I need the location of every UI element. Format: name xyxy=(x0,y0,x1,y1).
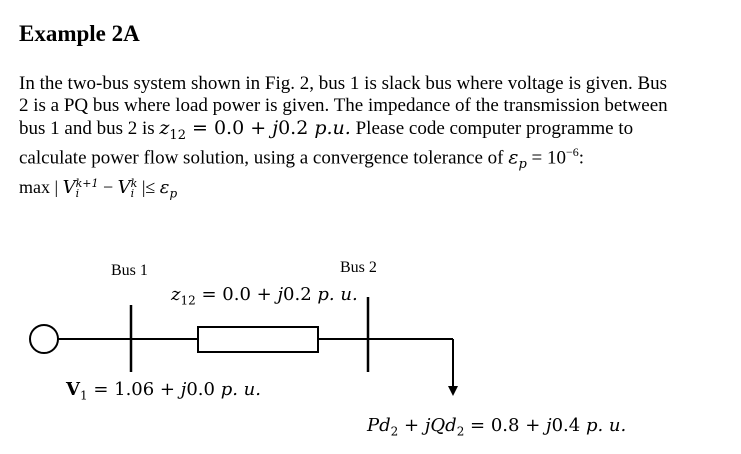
impedance-label: z12 = 0.0 + j0.2 p. u. xyxy=(171,283,358,312)
load-num: 0.4 xyxy=(551,415,586,436)
problem-line-1: In the two-bus system shown in Fig. 2, b… xyxy=(19,73,668,94)
load-jq: jQd xyxy=(424,415,457,436)
load-val: = 0.8 + xyxy=(464,415,547,436)
tolerance-subscript: p xyxy=(518,157,527,173)
impedance-value: 0.2 xyxy=(278,117,315,139)
load-power-label: Pd2 + jQd2 = 0.8 + j0.4 p. u. xyxy=(367,414,626,443)
criterion-sup-k1: k+1 xyxy=(75,177,99,190)
criterion-minus: − xyxy=(98,177,118,197)
fig-impedance-num: 0.2 xyxy=(283,284,318,305)
line3-text-start: bus 1 and bus 2 is xyxy=(19,118,160,139)
example-title: Example 2A xyxy=(19,21,140,46)
tolerance-exponent: −6 xyxy=(566,145,579,159)
load-plus: + xyxy=(398,415,425,436)
criterion-sub-i2: i xyxy=(130,187,135,200)
line4-text-start: calculate power flow solution, using a c… xyxy=(19,147,509,169)
impedance-subscript: 12 xyxy=(169,127,186,143)
voltage-num: 0.0 xyxy=(186,379,221,400)
tolerance-equals: = 10 xyxy=(526,147,566,169)
voltage-unit: p. u. xyxy=(220,379,261,400)
problem-line-4: calculate power flow solution, using a c… xyxy=(19,141,584,176)
fig-impedance-z: z xyxy=(171,284,181,305)
criterion-v-next: V xyxy=(62,177,76,198)
fig-impedance-val: = 0.0 + xyxy=(195,284,278,305)
fig-impedance-j: j xyxy=(277,284,284,305)
voltage-sub: 1 xyxy=(79,388,88,403)
fig-impedance-sub: 12 xyxy=(180,293,196,308)
load-j: j xyxy=(546,415,552,436)
bus-2-label: Bus 2 xyxy=(340,259,377,276)
tolerance-colon: : xyxy=(578,147,585,169)
problem-line-2: 2 is a PQ bus where load power is given.… xyxy=(19,95,668,116)
criterion-le: |≤ xyxy=(137,177,160,197)
impedance-equals: = 0.0 + xyxy=(185,117,273,139)
load-unit: p. u. xyxy=(585,415,627,436)
load-q-sub: 2 xyxy=(456,424,465,439)
fig-impedance-unit: p. u. xyxy=(317,284,358,305)
load-arrow-icon xyxy=(448,386,458,396)
tolerance-epsilon: ε xyxy=(508,146,519,169)
load-p-sub: 2 xyxy=(390,424,399,439)
voltage-val: = 1.06 + xyxy=(87,379,181,400)
generator-circle xyxy=(29,324,59,354)
criterion-max: max | xyxy=(19,177,63,197)
impedance-box xyxy=(197,326,319,353)
criterion-sup-k: k xyxy=(130,177,138,190)
criterion-epsilon: ε xyxy=(159,177,170,198)
criterion-v-current: V xyxy=(117,177,131,198)
impedance-unit: p.u. xyxy=(314,117,351,139)
load-p: Pd xyxy=(367,415,391,436)
problem-line-3: bus 1 and bus 2 is z12 = 0.0 + j0.2 p.u.… xyxy=(19,117,633,147)
impedance-j: j xyxy=(272,117,279,139)
bus1-voltage-label: V1 = 1.06 + j0.0 p. u. xyxy=(66,378,261,407)
voltage-j: j xyxy=(180,379,187,400)
line3-text-end: Please code computer programme to xyxy=(350,118,634,139)
impedance-symbol: z xyxy=(159,117,170,139)
voltage-symbol: V xyxy=(66,379,80,400)
bus-1-label: Bus 1 xyxy=(111,262,148,279)
criterion-sub-i1: i xyxy=(75,187,80,200)
criterion-epsilon-sub: p xyxy=(169,186,178,201)
